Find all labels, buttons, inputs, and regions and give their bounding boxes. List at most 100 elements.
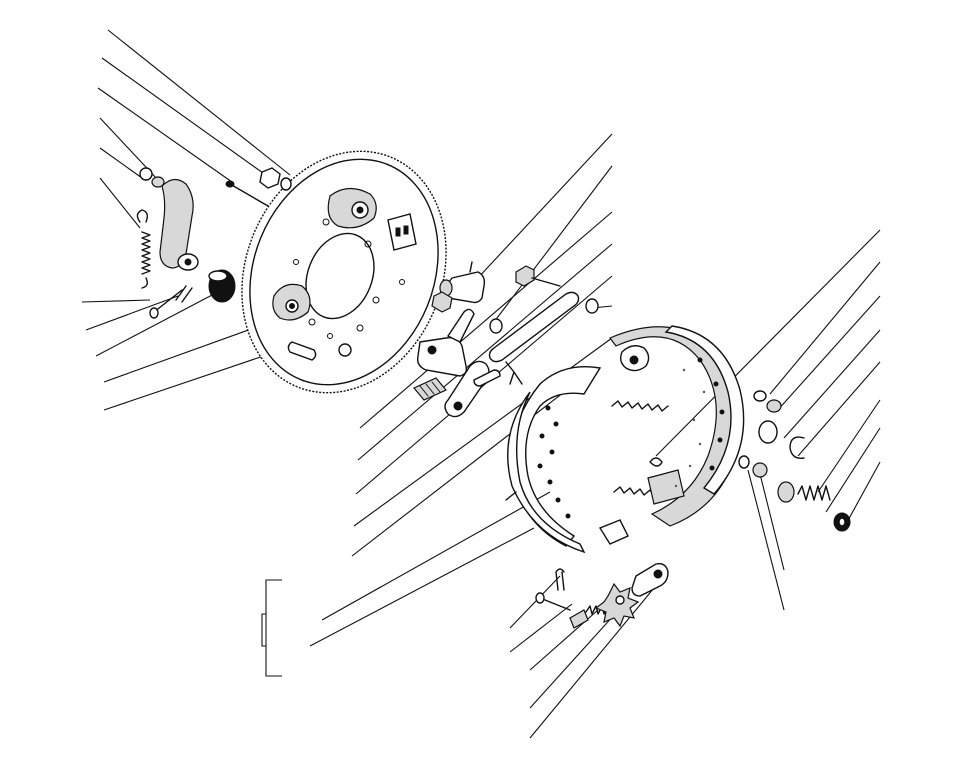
locating-pin (505, 491, 517, 501)
brake-shoe-lining (664, 325, 745, 495)
adjuster-tappet (631, 562, 669, 597)
split-pin (555, 568, 565, 591)
leader-line (99, 177, 141, 229)
lever-pin-hole (453, 401, 463, 411)
rivet (539, 433, 545, 439)
leader-line (475, 133, 613, 281)
bleed-nipple (469, 261, 473, 273)
rivet (547, 479, 553, 485)
leader-line (359, 211, 613, 429)
spring-hook (136, 209, 149, 223)
pivot-hole (289, 303, 295, 309)
rivet (555, 497, 561, 503)
lever-arm (159, 178, 199, 271)
bolt-hole (399, 279, 405, 285)
spring-hook (141, 277, 149, 289)
bolt-hole (364, 240, 372, 248)
leader-line (529, 603, 625, 709)
rivet (565, 513, 571, 519)
circlip (789, 436, 805, 459)
spring-seat (777, 481, 795, 503)
anchor-slot (395, 227, 401, 237)
rivet (549, 449, 555, 455)
backing-plate (241, 150, 447, 394)
rivet (719, 409, 725, 415)
hex-nut (139, 167, 153, 181)
leader-line (655, 229, 881, 457)
leader-line (355, 275, 613, 495)
texture-dot (698, 442, 702, 446)
rivet (545, 405, 551, 411)
leader-line (99, 147, 143, 179)
star-wheel-hub (615, 595, 625, 605)
bolt-head (225, 180, 235, 188)
anchor-block (387, 213, 417, 251)
rivet (709, 465, 715, 471)
bracket-line (261, 613, 266, 647)
grommet-lip (208, 270, 228, 282)
leader-line (797, 361, 881, 457)
tappet-hole (653, 569, 663, 579)
leader-line (81, 299, 151, 303)
leader-line (101, 57, 271, 179)
leader-line (775, 295, 881, 413)
push-rod (488, 291, 580, 363)
rivet (713, 381, 719, 387)
leader-line (357, 243, 613, 461)
hex-nut (766, 399, 782, 413)
rivet (537, 463, 543, 469)
bolt-hole (356, 324, 364, 332)
center-linkage (413, 261, 599, 418)
cotter-pin (505, 361, 523, 385)
bolt-hole (327, 333, 333, 339)
leader-line (97, 87, 233, 183)
bolt-hole (293, 259, 299, 265)
bolt (229, 183, 269, 207)
shoe-adjuster-block (647, 469, 685, 505)
texture-dot (702, 390, 706, 394)
leader-line (759, 473, 785, 571)
clevis-pin-head (149, 307, 159, 319)
leader-line (95, 293, 215, 357)
spring-cap-hole (838, 517, 846, 527)
washer (151, 176, 165, 188)
lining-rivets (537, 357, 725, 519)
anchor-slot (403, 225, 409, 235)
leader-line (825, 427, 881, 513)
star-wheel (594, 582, 640, 628)
bolt-hole (308, 318, 316, 326)
texture-dot (682, 368, 686, 372)
hex-nut (259, 167, 281, 189)
washer (738, 455, 750, 469)
hex-nut (752, 462, 768, 478)
cylinder-port (356, 206, 364, 214)
rivet (553, 421, 559, 427)
bracket-line (265, 579, 282, 677)
leader-line (747, 469, 785, 611)
rivet (697, 357, 703, 363)
washer (753, 390, 767, 402)
slot-plate (287, 341, 317, 361)
leader-line (783, 329, 881, 439)
adjuster-link (569, 609, 589, 629)
bell-crank-arm (446, 308, 475, 343)
shaft-spline (431, 381, 441, 393)
adjuster-pin (539, 597, 571, 611)
link-plate (473, 369, 501, 387)
top-fasteners (139, 167, 292, 207)
washer (489, 318, 503, 334)
texture-dot (674, 484, 678, 488)
right-small-parts (738, 390, 851, 532)
leader-line (321, 491, 551, 621)
spring-coil (141, 231, 151, 275)
leader-line (509, 603, 573, 653)
anchor-pin (629, 355, 639, 365)
shaft-spline (425, 383, 435, 395)
brake-shoe-front (511, 366, 602, 547)
split-pin (175, 285, 193, 303)
leader-lines (81, 29, 881, 739)
washer (280, 177, 292, 191)
brake-shoe-friction-face (507, 391, 586, 554)
adjuster-bolt-shank (531, 277, 561, 287)
